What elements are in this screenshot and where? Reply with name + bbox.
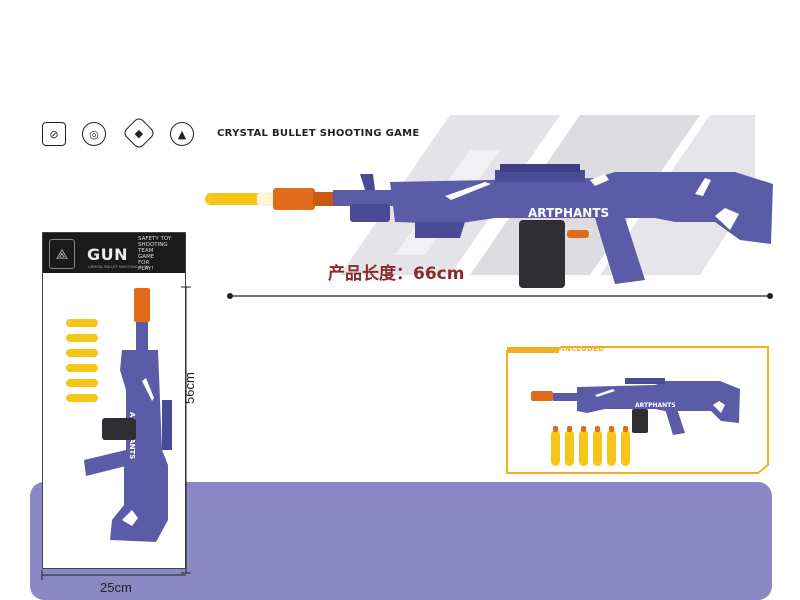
package: ⟁ GUN CRYSTAL BULLET SHOOTING GAME SAFET…: [42, 232, 186, 569]
package-line: GAME: [138, 254, 155, 260]
dart: [205, 192, 276, 206]
magazine: [519, 220, 565, 288]
package-darts: [66, 319, 98, 402]
warning-icon: ▲: [170, 122, 194, 146]
included-darts: [551, 426, 630, 466]
background-band: [30, 482, 772, 600]
package-title: GUN: [87, 245, 129, 264]
package-gun: ARTPHANTS: [66, 288, 172, 542]
package-lines: SAFETY TOY SHOOTING TEAM GAME FOR PLAY!: [138, 236, 171, 272]
included-gun-brand: ARTPHANTS: [635, 402, 676, 409]
length-dimension-line: [227, 293, 773, 299]
package-magazine: [102, 418, 136, 440]
target-icon: ◎: [82, 122, 106, 146]
main-gun: ARTPHANTS: [205, 164, 773, 288]
white-decals: [445, 174, 739, 230]
package-line: SAFETY TOY: [138, 236, 172, 242]
gun-brand: ARTPHANTS: [528, 206, 609, 220]
package-header: ⟁ GUN CRYSTAL BULLET SHOOTING GAME SAFET…: [43, 233, 185, 273]
package-dimension-lines: [41, 286, 191, 580]
included-label: INCLUDED: [562, 345, 605, 353]
barrel-tip: [273, 188, 333, 210]
package-subtitle: CRYSTAL BULLET SHOOTING GAME: [88, 265, 149, 269]
headline: CRYSTAL BULLET SHOOTING GAME: [217, 128, 420, 139]
width-label: 25cm: [100, 580, 132, 595]
package-line: TEAM: [138, 248, 154, 254]
package-line: FOR: [138, 260, 150, 266]
included-gun: ARTPHANTS: [531, 378, 740, 435]
package-line: SHOOTING: [138, 242, 168, 248]
gun-body: [333, 164, 773, 284]
included-frame: [506, 346, 769, 474]
height-label: 56cm: [182, 372, 197, 404]
length-label: 产品长度：66cm: [328, 264, 465, 284]
package-logo-icon: ⟁: [49, 239, 75, 269]
package-line: PLAY!: [138, 266, 154, 272]
age-icon: ⊘: [42, 122, 66, 146]
